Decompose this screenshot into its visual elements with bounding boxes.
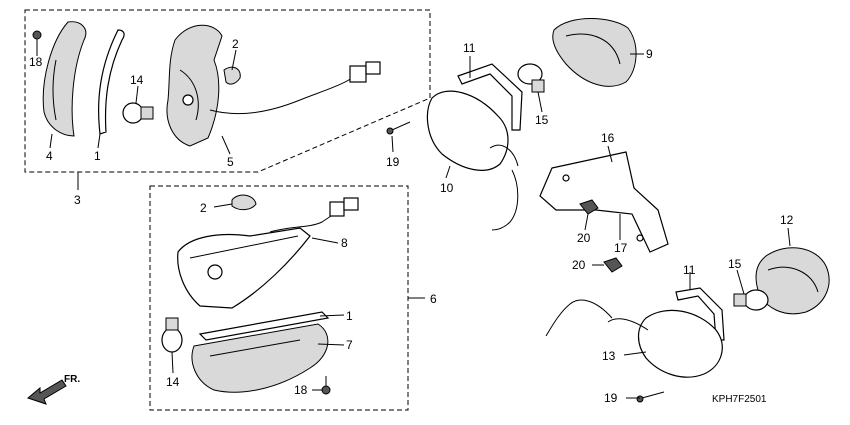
gasket-1-top bbox=[98, 29, 125, 135]
connector-top-2 bbox=[365, 61, 381, 75]
callout-20: 20 bbox=[572, 258, 586, 272]
screw-18-top bbox=[32, 30, 42, 48]
callout-2: 2 bbox=[200, 201, 207, 215]
group-6-frame bbox=[149, 185, 409, 411]
housing-10 bbox=[426, 90, 509, 171]
housing-13-stem bbox=[607, 318, 649, 331]
callout-16: 16 bbox=[601, 131, 615, 145]
callout-7: 7 bbox=[346, 338, 353, 352]
bulb-14-top bbox=[122, 102, 154, 124]
housing-8-rim bbox=[189, 235, 299, 259]
screw-18-mid bbox=[321, 376, 331, 395]
gasket-1-mid bbox=[198, 311, 330, 341]
rubber-2-top bbox=[223, 66, 241, 85]
group-3-frame bbox=[24, 9, 431, 173]
callout-15: 15 bbox=[535, 113, 549, 127]
diagram-code: KPH7F2501 bbox=[712, 394, 767, 405]
callout-19: 19 bbox=[604, 391, 618, 405]
front-lens-4 bbox=[42, 21, 87, 137]
callout-14: 14 bbox=[166, 375, 180, 389]
housing-10-stem bbox=[489, 144, 519, 167]
lens-12 bbox=[755, 247, 830, 315]
callout-4: 4 bbox=[46, 149, 53, 163]
lens-9 bbox=[552, 18, 637, 87]
lens-7-ridge bbox=[209, 339, 301, 357]
callout-11: 11 bbox=[683, 263, 696, 277]
wire-13 bbox=[545, 299, 613, 337]
callout-12: 12 bbox=[780, 213, 794, 227]
direction-label: FR. bbox=[64, 374, 80, 385]
connector-mid-2 bbox=[343, 197, 359, 211]
callout-20: 20 bbox=[577, 231, 591, 245]
callout-5: 5 bbox=[227, 155, 234, 169]
callout-2: 2 bbox=[232, 37, 239, 51]
callout-17: 17 bbox=[614, 241, 628, 255]
gasket-11-top bbox=[457, 63, 523, 131]
wire-top bbox=[209, 77, 353, 115]
housing-5-socket bbox=[182, 94, 194, 106]
callout-1: 1 bbox=[94, 149, 101, 163]
callout-9: 9 bbox=[646, 47, 653, 61]
lens-4-ridge bbox=[52, 59, 57, 121]
connector-mid bbox=[329, 201, 345, 217]
bulb-15-bottom bbox=[733, 289, 769, 311]
bracket-16-hole-b bbox=[636, 234, 644, 242]
connector-top bbox=[349, 65, 367, 83]
callout-3: 3 bbox=[74, 193, 81, 207]
lens-12-ridge bbox=[767, 266, 819, 293]
bracket-16 bbox=[539, 151, 669, 253]
callout-8: 8 bbox=[341, 236, 348, 250]
callout-19: 19 bbox=[386, 155, 400, 169]
callout-14: 14 bbox=[130, 73, 144, 87]
callout-15: 15 bbox=[728, 257, 742, 271]
screw-19-top bbox=[386, 121, 411, 135]
callout-6: 6 bbox=[430, 292, 437, 306]
callout-1: 1 bbox=[346, 309, 353, 323]
bracket-16-hole-a bbox=[562, 174, 570, 182]
housing-5-detail bbox=[179, 69, 199, 121]
nut-20-lower bbox=[603, 257, 623, 273]
callout-18: 18 bbox=[29, 55, 43, 69]
rubber-2-mid bbox=[231, 194, 257, 211]
screw-19-bottom bbox=[636, 391, 665, 403]
callout-11: 11 bbox=[463, 41, 476, 55]
lens-9-ridge bbox=[565, 33, 621, 65]
leader-lines bbox=[36, 48, 791, 399]
bulb-14-mid bbox=[161, 317, 183, 353]
callout-13: 13 bbox=[602, 349, 616, 363]
housing-8-socket bbox=[207, 264, 223, 280]
housing-8 bbox=[177, 227, 311, 309]
wire-10 bbox=[491, 169, 519, 231]
housing-13 bbox=[637, 309, 723, 378]
callout-18: 18 bbox=[294, 383, 308, 397]
nut-20-upper bbox=[579, 199, 599, 215]
bulb-15-top bbox=[517, 63, 545, 93]
callout-10: 10 bbox=[440, 181, 454, 195]
front-direction-arrow bbox=[26, 379, 67, 405]
